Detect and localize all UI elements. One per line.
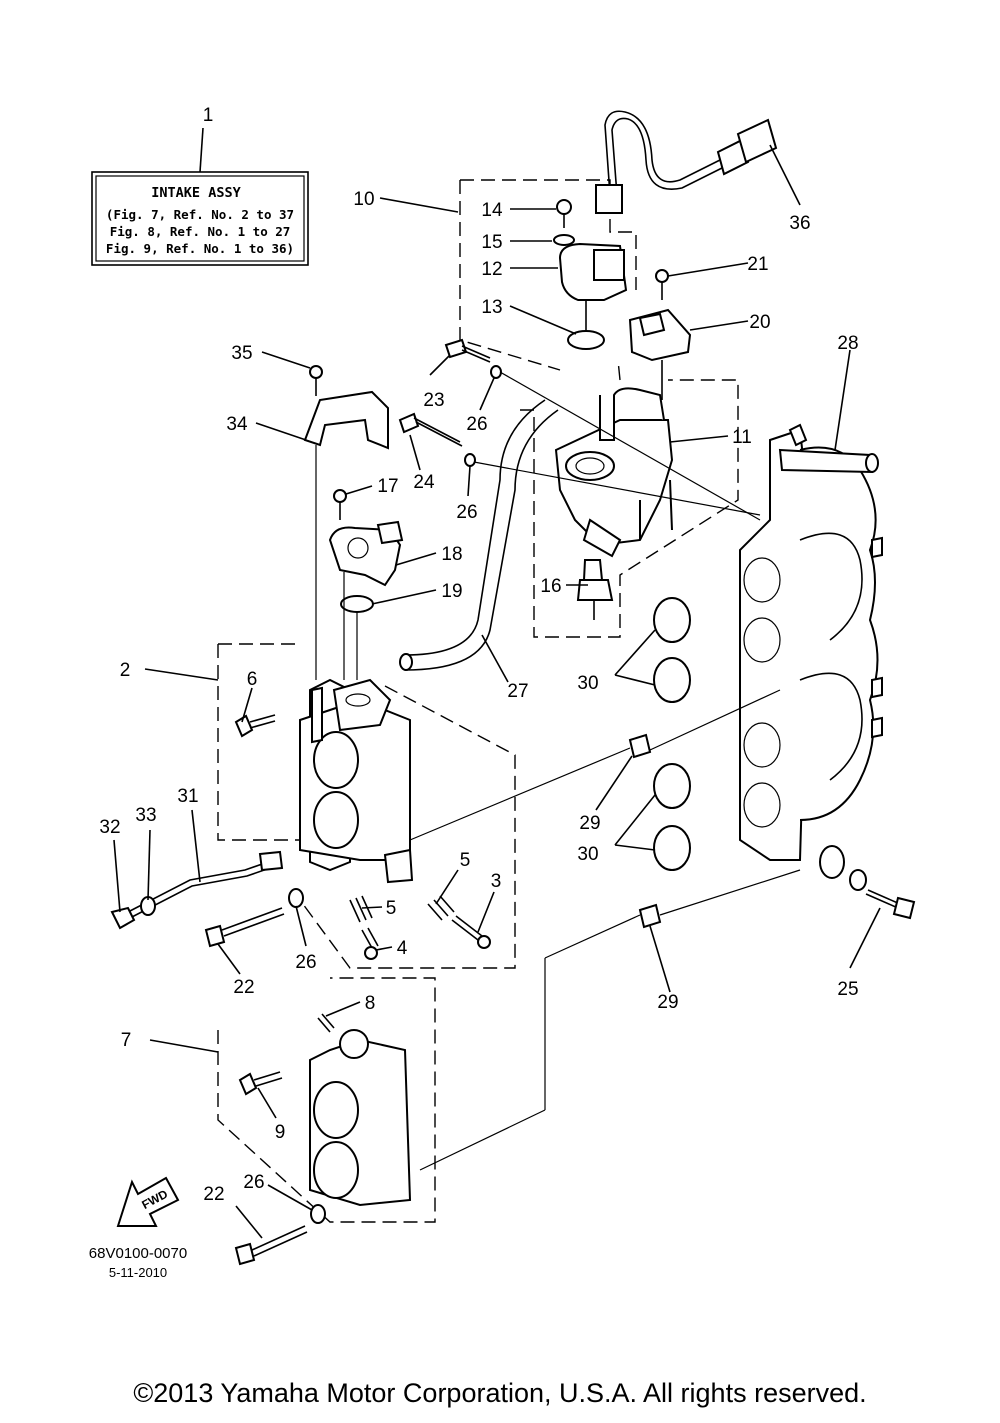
valve-body-11: [399, 387, 674, 671]
callout-16: 16: [540, 576, 561, 597]
callout-17: 17: [377, 476, 398, 497]
info-box-title: INTAKE ASSY: [151, 185, 241, 201]
idle-actuator-assembly: [553, 199, 628, 350]
leader-lines: [113, 197, 881, 1239]
ground-cable-31: [110, 850, 284, 930]
callout-28: 28: [837, 333, 858, 354]
callout-35: 35: [231, 343, 252, 364]
callout-18: 18: [441, 544, 462, 565]
callout-21: 21: [747, 254, 768, 275]
info-box-line-3: Fig. 9, Ref. No. 1 to 36): [106, 241, 294, 256]
bolts-23-24: [398, 338, 761, 521]
intake-manifold-28: [739, 349, 883, 861]
throttle-hardware: [234, 714, 491, 960]
callout-4: 4: [397, 938, 408, 959]
callout-30-a: 30: [577, 673, 598, 694]
fwd-arrow: FWD: [116, 1176, 180, 1227]
callout-29-b: 29: [657, 992, 678, 1013]
callout-3: 3: [491, 871, 502, 892]
info-box-line-2: Fig. 8, Ref. No. 1 to 27: [110, 224, 291, 239]
callout-6: 6: [247, 669, 258, 690]
callout-labels: 1 10 14 15 12 13 36 21 20 28 11 35 34 23…: [99, 105, 858, 1205]
throttle-body-7: [238, 1013, 412, 1207]
callout-36: 36: [789, 213, 810, 234]
callout-27: 27: [507, 681, 528, 702]
collars-29: [409, 689, 801, 1171]
callout-8: 8: [365, 993, 376, 1014]
callout-34: 34: [226, 414, 248, 435]
callout-5-a: 5: [460, 850, 471, 871]
callout-33: 33: [135, 805, 156, 826]
callout-15: 15: [481, 232, 502, 253]
callout-24: 24: [413, 472, 435, 493]
info-box-line-1: (Fig. 7, Ref. No. 2 to 37: [106, 207, 294, 222]
callout-11: 11: [732, 427, 752, 448]
copyright-notice: ©2013 Yamaha Motor Corporation, U.S.A. A…: [133, 1378, 867, 1408]
callout-14: 14: [481, 200, 503, 221]
bolt-22-lower: [234, 1204, 326, 1266]
callout-7: 7: [121, 1030, 132, 1051]
throttle-body-2: [299, 678, 414, 884]
sensor-20: [628, 269, 692, 400]
callout-26-b: 26: [456, 502, 477, 523]
tps-sensor-18: [328, 489, 404, 680]
callout-1: 1: [203, 105, 214, 126]
callout-23: 23: [423, 390, 444, 411]
callout-13: 13: [481, 297, 502, 318]
callout-2: 2: [120, 660, 131, 681]
callout-20: 20: [749, 312, 770, 333]
callout-5-b: 5: [386, 898, 397, 919]
callout-29-a: 29: [579, 813, 600, 834]
callout-32: 32: [99, 817, 120, 838]
info-box: INTAKE ASSY (Fig. 7, Ref. No. 2 to 37 Fi…: [91, 127, 309, 266]
callout-22-a: 22: [233, 977, 254, 998]
bolt-22-upper: [204, 888, 304, 948]
o-rings-30: [614, 597, 691, 871]
callout-26-d: 26: [243, 1172, 264, 1193]
callout-12: 12: [481, 259, 502, 280]
callout-26-c: 26: [295, 952, 316, 973]
connector-harness: [595, 110, 801, 214]
bracket-34: [303, 365, 389, 680]
callout-9: 9: [275, 1122, 286, 1143]
callout-22-b: 22: [203, 1184, 224, 1205]
callout-26-a: 26: [466, 414, 487, 435]
callout-19: 19: [441, 581, 462, 602]
diagram-code: 68V0100-0070: [89, 1245, 187, 1262]
callout-30-b: 30: [577, 844, 598, 865]
callout-31: 31: [177, 786, 198, 807]
diagram-date: 5-11-2010: [109, 1265, 167, 1280]
callout-10: 10: [353, 189, 374, 210]
callout-25: 25: [837, 979, 858, 1000]
bolt-25: [819, 845, 916, 920]
